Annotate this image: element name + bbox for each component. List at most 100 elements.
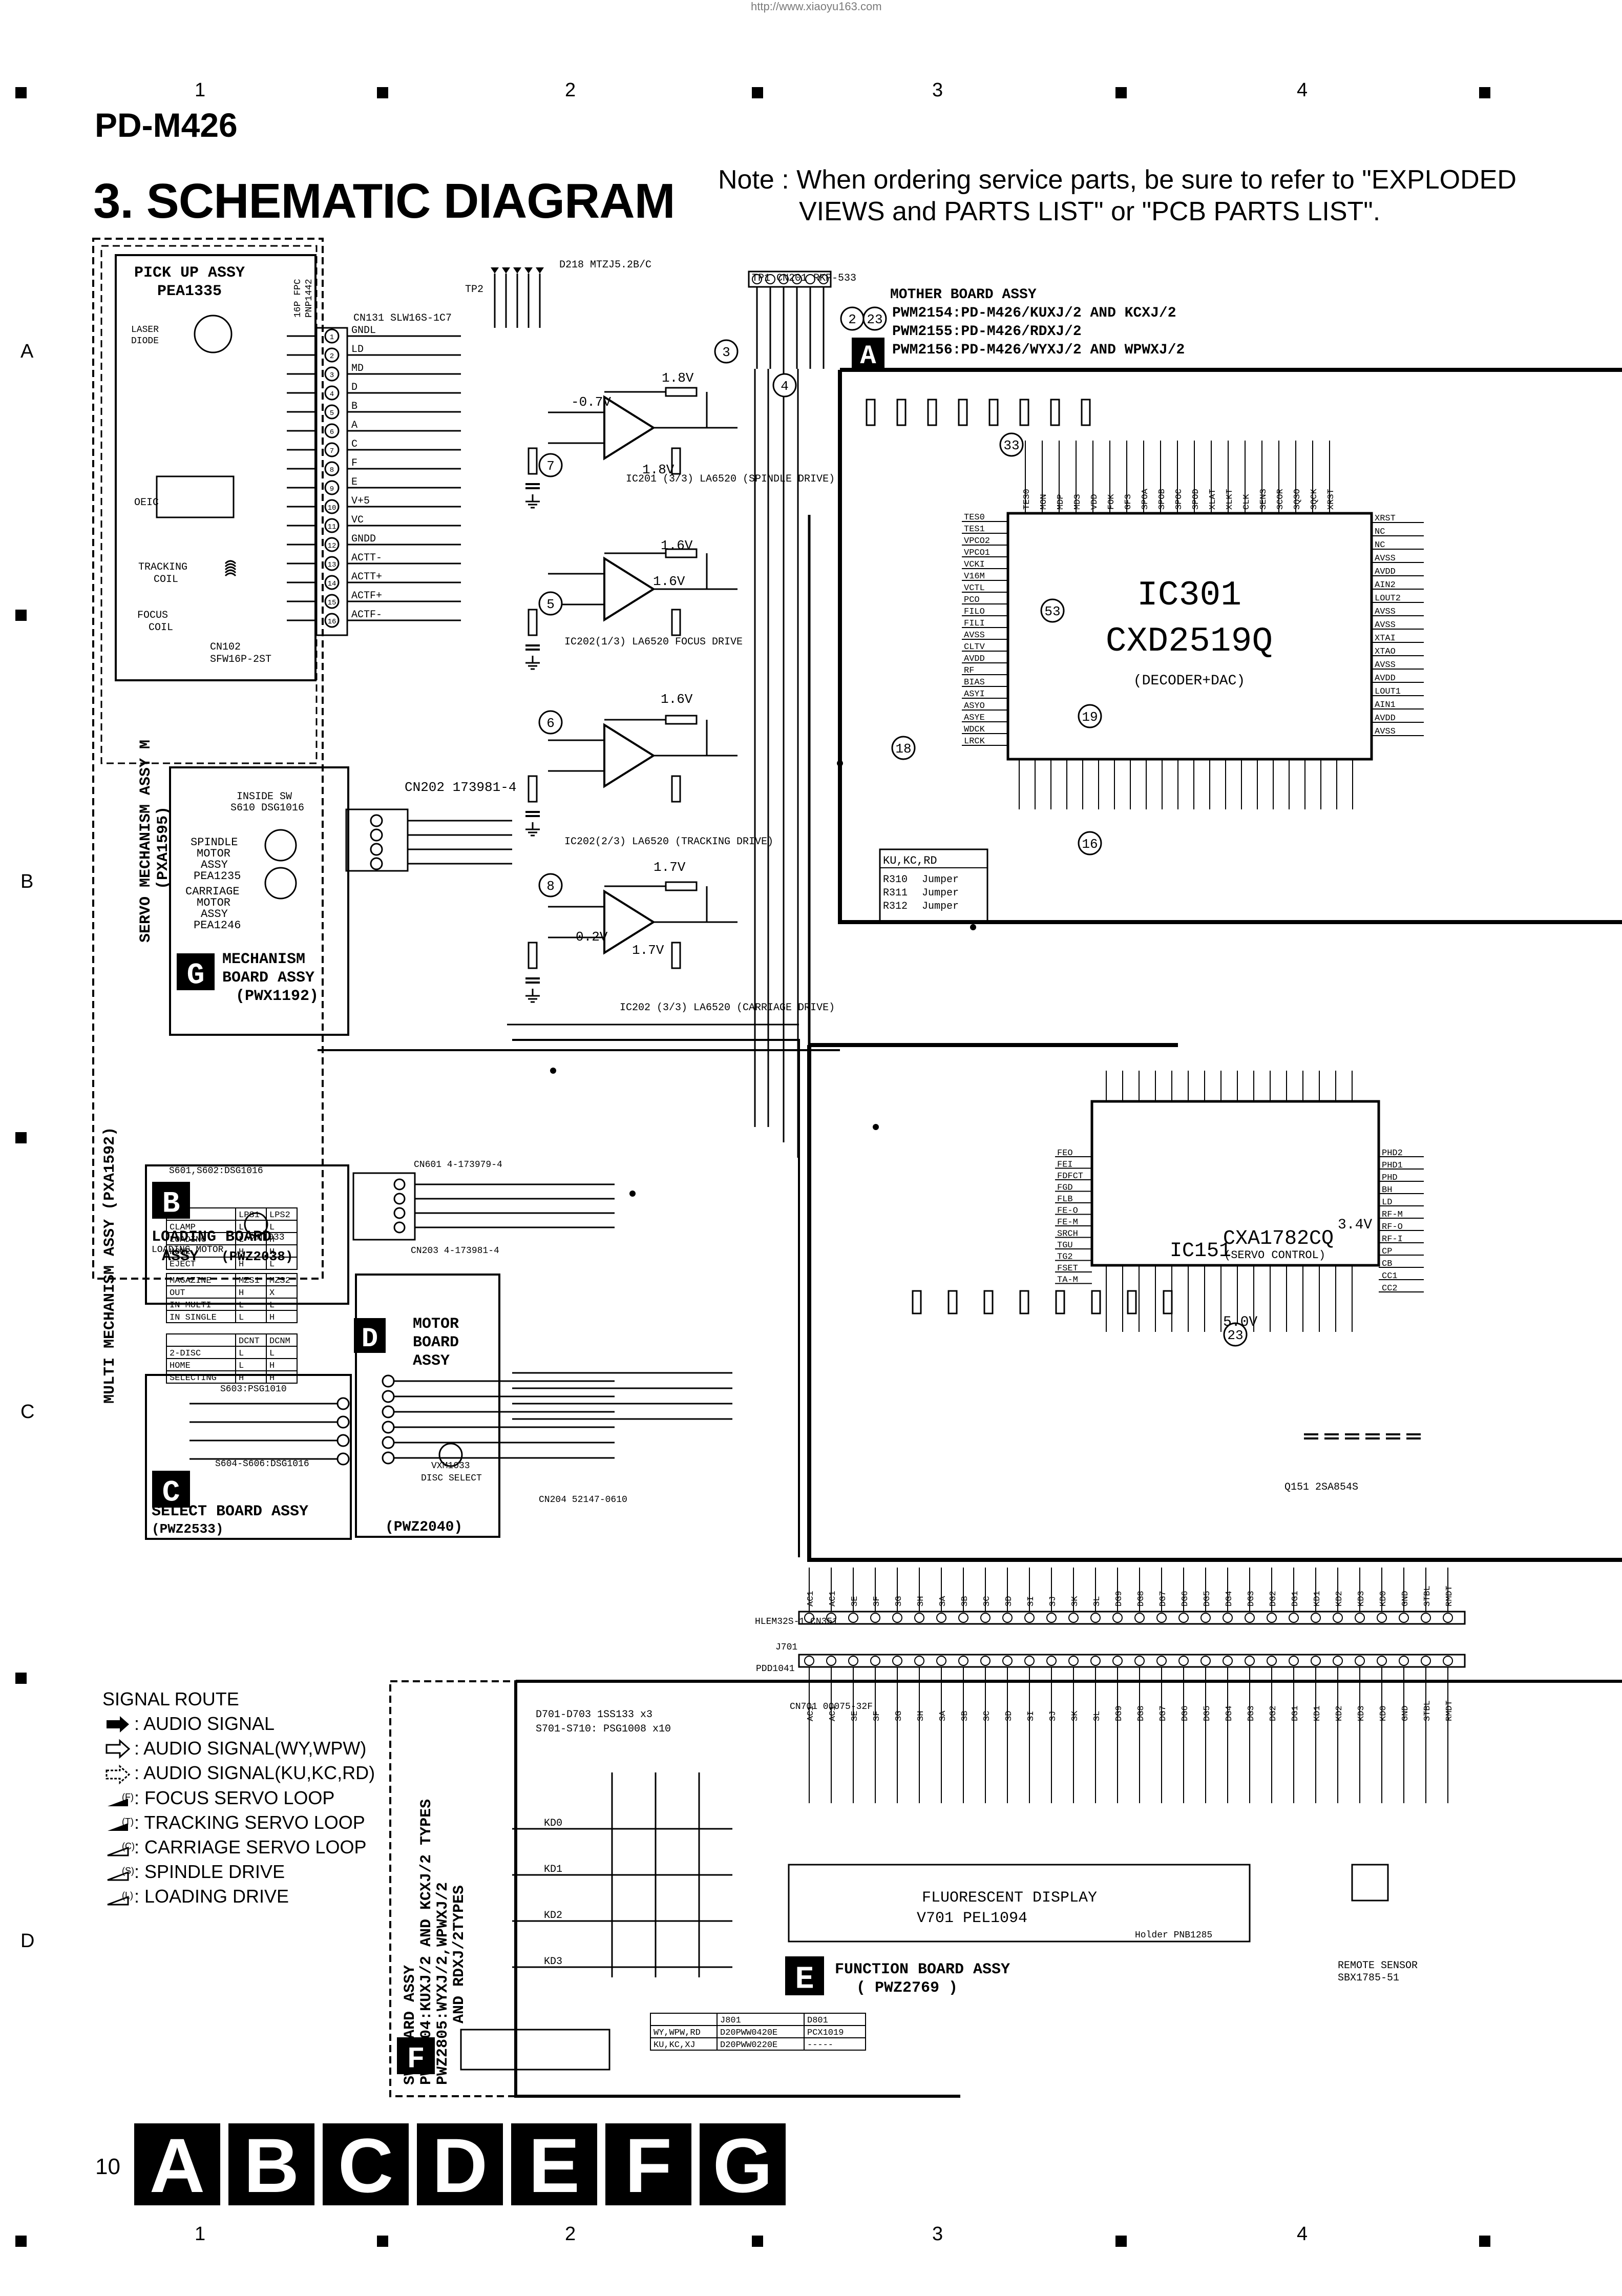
- ic151-pin-fei: FEI: [1057, 1160, 1073, 1170]
- ic301-pin-xtai: XTAI: [1375, 634, 1396, 643]
- cn701-signal: SJ: [1048, 1711, 1058, 1721]
- cn601-connector: [352, 1172, 416, 1241]
- magazine-table-cell: L: [239, 1313, 244, 1323]
- connector-pin-number: 4: [330, 390, 334, 399]
- tp1-pin: [805, 274, 815, 284]
- cn701-signal: SL: [1092, 1711, 1102, 1721]
- coil-symbol: [224, 560, 237, 565]
- connector-signal-actf+: ACTF+: [351, 590, 382, 602]
- ic301-pin-tes0: TES0: [1022, 489, 1032, 510]
- test-point-3: 3: [722, 345, 730, 360]
- cn701-pin: [1267, 1656, 1277, 1666]
- junction: [873, 1124, 879, 1130]
- j701-signal: AC1: [828, 1591, 838, 1606]
- ground-symbol: [525, 494, 540, 509]
- test-point-19-ring: [1078, 704, 1102, 728]
- connector-pin-number: 2: [330, 352, 334, 361]
- cn131-label: CN131 SLW16S-1C7: [353, 312, 452, 324]
- connector-pin-number: 13: [328, 561, 336, 569]
- capacitor-symbol: [525, 811, 540, 817]
- carriage-motor-symbol: [264, 867, 297, 900]
- j801-table: [650, 2013, 866, 2051]
- j701-pin: [1002, 1613, 1013, 1623]
- tp1-connector: [748, 270, 832, 288]
- ic301-pin-avdd: AVDD: [1375, 714, 1396, 723]
- inside-sw-label: INSIDE SW: [237, 791, 292, 803]
- ic202-tracking-label: IC202(2/3) LA6520 (TRACKING DRIVE): [564, 836, 773, 848]
- voltage-0-2v: 0.2V: [576, 929, 608, 945]
- j801-table-header: D801: [807, 2016, 828, 2026]
- mechanism-board-part: (PWX1192): [236, 988, 319, 1005]
- cn701-signal: DG7: [1158, 1705, 1168, 1721]
- cn701-pin: [958, 1656, 968, 1666]
- sw-board-label: SW BOARD ASSY: [402, 1965, 419, 2085]
- j701-signal: AC1: [806, 1591, 816, 1606]
- j701-signal: SG: [894, 1596, 904, 1606]
- cn701-signal: KD1: [1313, 1705, 1322, 1721]
- mother-board-pwm3: PWM2156:PD-M426/WYXJ/2 AND WPWXJ/2: [892, 342, 1185, 358]
- cn203-label: CN203 4-173981-4: [411, 1246, 499, 1256]
- cn701-signal: KD2: [1335, 1705, 1344, 1721]
- j701-signal: DG4: [1225, 1591, 1234, 1606]
- driver-opamp-3: [603, 889, 656, 955]
- connector-pin: [324, 423, 340, 439]
- motor-board-part: (PWZ2040): [385, 1519, 462, 1535]
- connector-pin-number: 1: [330, 333, 334, 342]
- route-carriage: : CARRIAGE SERVO LOOP: [134, 1836, 367, 1857]
- j701-signal: SL: [1092, 1596, 1102, 1606]
- ic301-pin-lout1: LOUT1: [1375, 687, 1401, 697]
- motor-board-title: MOTOR: [413, 1316, 459, 1333]
- audio-bus: [512, 1039, 800, 1557]
- ic202-focus-label: IC202(1/3) LA6520 FOCUS DRIVE: [564, 636, 743, 648]
- j701-pin: [1200, 1613, 1211, 1623]
- cn701-pin: [980, 1656, 991, 1666]
- ic301-pin-xlkt: XLKT: [1225, 489, 1235, 510]
- ic301-pin-avss: AVSS: [1375, 620, 1396, 630]
- cn701-signal: SK: [1070, 1710, 1080, 1721]
- ic301-pin-vdd: VDD: [1090, 494, 1100, 510]
- border-marker: [1115, 87, 1127, 98]
- disc-table-cell: L: [239, 1349, 244, 1359]
- connector-pin: [382, 1451, 395, 1465]
- connector-pin: [382, 1421, 395, 1434]
- resistor-symbol: [528, 942, 538, 969]
- connector-pin: [382, 1436, 395, 1449]
- focus-coil-label: COIL: [149, 622, 173, 634]
- spindle-label-3: ASSY: [201, 859, 228, 871]
- ic151-pin-cp: CP: [1382, 1247, 1392, 1257]
- ic301-pin-avss: AVSS: [964, 631, 985, 640]
- ic151-pin-rfo: RF-O: [1382, 1222, 1403, 1232]
- loading-table-cell: H: [269, 1247, 275, 1257]
- ground-symbol: [525, 656, 540, 670]
- magazine-table: [166, 1273, 298, 1323]
- ic151-pin-cc1: CC1: [1382, 1271, 1398, 1281]
- connector-signal-gndl: GNDL: [351, 325, 376, 337]
- pdd-label: PDD1041: [756, 1664, 795, 1674]
- coil-symbol: [224, 563, 237, 568]
- magazine-table-cell: L: [269, 1301, 275, 1310]
- connector-pin: [324, 556, 340, 571]
- display-holder-label: Holder PNB1285: [1135, 1930, 1212, 1940]
- source-url: http://www.xiaoyu163.com: [751, 0, 882, 13]
- multi-mechanism-label: MULTI MECHANISM ASSY (PXA1592): [101, 1127, 119, 1404]
- cn701-pin: [826, 1656, 836, 1666]
- disc-table-cell: HOME: [170, 1361, 191, 1371]
- connector-signal-f: F: [351, 457, 357, 469]
- j701-pin: [892, 1613, 902, 1623]
- route-mark-loading: (L): [122, 1890, 133, 1901]
- test-point-3-ring: [714, 339, 739, 364]
- cn701-signal: SD: [1004, 1711, 1014, 1721]
- connector-pin: [324, 366, 340, 382]
- mother-board-pwm2: PWM2155:PD-M426/RDXJ/2: [892, 324, 1082, 340]
- connector-pin-number: 9: [330, 485, 334, 493]
- sw-board-label-2: PWZ2804:KUXJ/2 AND KCXJ/2 TYPES: [418, 1799, 435, 2085]
- remote-sensor-part: SBX1785-51: [1338, 1972, 1399, 1984]
- mechanism-board-title: MECHANISM: [222, 951, 305, 968]
- grid-col-1-bottom: 1: [195, 2223, 206, 2245]
- cn701-signal: SE: [850, 1711, 860, 1721]
- connector-pin: [393, 1221, 406, 1234]
- tp2-marker: [524, 267, 533, 274]
- driver-opamp-2: [603, 723, 656, 788]
- magazine-table-header: MAGAZINE: [170, 1276, 212, 1286]
- cn102-connector: [315, 327, 348, 636]
